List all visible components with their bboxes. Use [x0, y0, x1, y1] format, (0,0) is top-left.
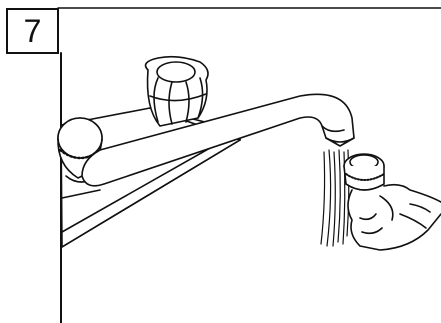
aerator [343, 153, 385, 191]
water-stream [320, 149, 350, 247]
hand [347, 183, 441, 251]
faucet-spout [81, 93, 355, 187]
faucet-handle [144, 55, 209, 127]
step-number: 7 [23, 13, 42, 49]
step-number-box: 7 [6, 8, 59, 54]
